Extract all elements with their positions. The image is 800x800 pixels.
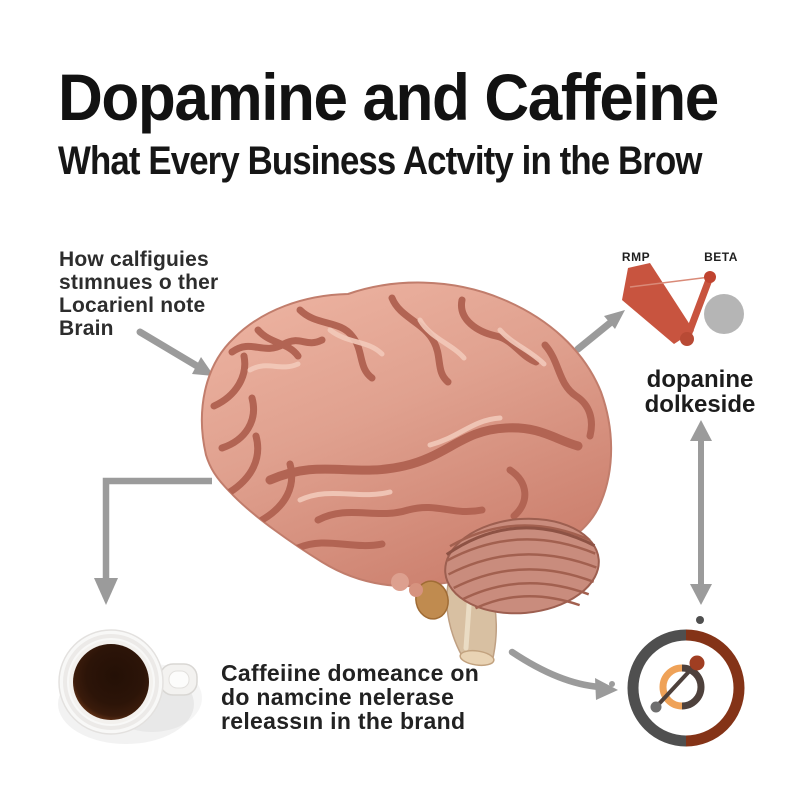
outer-ring-left bbox=[627, 629, 687, 747]
molecule-bond bbox=[655, 662, 698, 708]
dot-small-top bbox=[696, 616, 704, 624]
pons-shape bbox=[415, 580, 449, 620]
page-title: Dopamine and Caffeine bbox=[58, 60, 719, 134]
receptor-node bbox=[680, 332, 694, 346]
arrow-elbow-to-coffee bbox=[94, 477, 212, 605]
arrow-double-vertical bbox=[690, 420, 712, 605]
brain-illustration bbox=[200, 281, 613, 667]
cerebrum-shape bbox=[200, 281, 613, 588]
receptor-circle bbox=[704, 294, 744, 334]
cup-handle-hole bbox=[168, 670, 190, 689]
callout-caffeine-release: Caffeiine domeance on do namcine neleras… bbox=[221, 661, 479, 733]
callout-how-caffeine: How calfiguies stımnues o ther Locarienl… bbox=[59, 248, 218, 340]
callout-line: How calfiguies bbox=[59, 248, 209, 271]
brain-sulci bbox=[210, 294, 595, 552]
callout-dopamine: dopanine dolkeside bbox=[625, 367, 775, 417]
arrow-curved-to-ring bbox=[508, 648, 618, 700]
coffee-surface bbox=[73, 644, 149, 720]
callout-line: dopanine bbox=[646, 366, 754, 393]
dot-small-left bbox=[609, 681, 615, 687]
receptor-triangle-diagram bbox=[622, 263, 744, 346]
arrow-brain-to-receptor bbox=[574, 310, 625, 353]
receptor-node bbox=[704, 271, 716, 283]
coffee-cup-icon bbox=[58, 629, 202, 744]
page-subtitle: What Every Business Actvity in the Brow bbox=[58, 139, 702, 183]
molecule-atom-red bbox=[689, 655, 705, 671]
callout-line: releassın in the brand bbox=[221, 708, 466, 734]
cerebellum-shape bbox=[444, 517, 600, 615]
receptor-wedge bbox=[622, 263, 694, 344]
callout-line: dolkeside bbox=[644, 391, 756, 418]
callout-line: Brain bbox=[59, 317, 114, 340]
callout-line: do namcine nelerase bbox=[221, 684, 455, 710]
outer-ring-right bbox=[685, 629, 745, 747]
brain-highlights bbox=[247, 317, 547, 503]
receptor-label-right: BETA bbox=[704, 250, 738, 264]
molecule-ring-diagram bbox=[609, 616, 745, 747]
receptor-label-left: RMP bbox=[621, 250, 651, 264]
callout-line: Caffeiine domeance on bbox=[221, 660, 480, 686]
callout-line: stımnues o ther bbox=[59, 271, 219, 294]
molecule-atom-gray bbox=[650, 701, 662, 713]
callout-line: Locarienl note bbox=[59, 294, 206, 317]
arrow-text-to-brain bbox=[136, 328, 214, 376]
inner-ring-left bbox=[659, 664, 683, 710]
